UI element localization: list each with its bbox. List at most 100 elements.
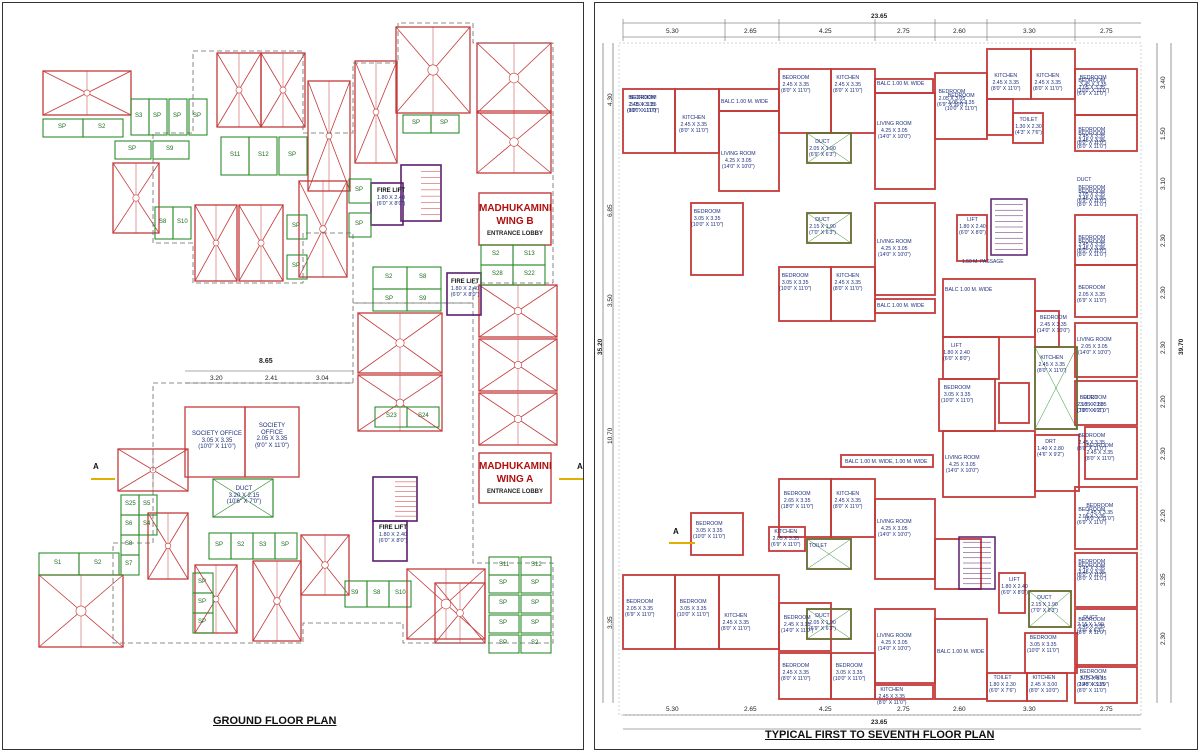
room-imperial: (14'0" X 10'0") [877,646,911,652]
room-size: 2.65 X 3.35 [783,497,811,504]
parking-slot-label: S12 [531,562,542,568]
room-size: 2.45 X 3.35 [1078,623,1106,630]
parking-slot-label: S28 [492,271,503,277]
room-imperial: (6'9" X 11'0") [1077,298,1107,304]
room-name: BEDROOM [781,273,809,279]
room-imperial: (10'0" X 11'0") [627,108,660,114]
dim-bottom-segment: 2.65 [744,706,757,713]
stair-upper [400,164,442,222]
room-name: KITCHEN [836,75,860,81]
room-imperial: (4'3" X 7'6") [1015,130,1043,136]
room-imperial: (8'0" X 11'0") [1077,252,1107,258]
parking-slot-label: S8 [159,219,167,225]
room-size: 2.45 X 3.00 [1030,681,1058,688]
parking-slot-36 [78,552,120,576]
room-imperial: (10'0" X 11'0") [779,286,812,292]
room-size: 2.45 X 3.35 [628,101,656,108]
parking-slot-label: S8 [419,274,427,280]
parking-slot-14 [348,212,372,238]
room-imperial: (6'0" X 8'0") [959,230,987,236]
dim-left-segment: 4.30 [607,93,614,106]
parking-slot-15 [286,214,308,240]
room-name: KITCHEN [994,73,1018,79]
dim-right-segment: 3.40 [1160,76,1167,89]
room-name: BEDROOM [1078,507,1106,513]
room-imperial: (8'0" X 11'0") [1077,572,1107,578]
parking-slot-label: SP [531,620,540,626]
ground-duct-x2 [212,478,274,518]
room-box-37 [1074,486,1138,550]
dim-bottom-segment: 5.30 [666,706,679,713]
room-size: 3.05 X 3.35 [1029,641,1057,648]
room-size: 2.45 X 3.35 [878,693,906,700]
room-name: BEDROOM [1078,131,1106,137]
room-name: BALC 1.00 M. WIDE [937,649,985,655]
room-imperial: (8'0" X 11'0") [991,86,1021,92]
parking-slot-label: S12 [258,152,269,158]
room-size: 2.45 X 3.35 [1086,449,1114,456]
room-size: 1.80 X 2.40 [959,223,986,230]
fire-lift-lower-imperial: (6'0" X 8'0") [378,537,408,544]
room-size: 1.80 X 2.40 [1001,583,1028,590]
ramp-car-16-hub [514,415,522,423]
room-imperial: (14'0" X 10'0") [945,468,979,474]
room-name: BEDROOM [1078,127,1106,133]
room-box-3 [718,110,780,192]
room-size: 3.05 X 3.35 [693,215,721,222]
room-name: BEDROOM [1078,189,1106,195]
room-name: BEDROOM [1079,395,1107,401]
parking-slot-51 [488,594,520,614]
room-name: DRT [1045,439,1056,445]
room-size: 2.05 X 3.35 [772,535,800,542]
room-imperial: (8'0" X 11'0") [627,108,657,114]
fire-lift-middle-size: 1.80 X 2.40 [450,285,480,292]
dim-bottom-segment: 4.25 [819,706,832,713]
ramp-car-2-hub [235,86,243,94]
room-size: 2.45 X 3.35 [1078,133,1106,140]
room-name: LIVING ROOM [877,239,912,245]
room-imperial: (8'0" X 11'0") [1085,516,1115,522]
fire-lift-upper-title: FIRE LIFT [377,188,405,194]
dim-right-segment: 2.30 [1160,234,1167,247]
room-label: BALC 1.00 M. WIDE [877,81,924,88]
room-box-14 [1012,112,1044,144]
ramp-car-22-hub [321,561,329,569]
room-imperial: (8'0" X 11'0") [833,88,863,94]
room-box-33 [1084,426,1138,480]
room-name: LIVING ROOM [1077,337,1112,343]
room-size: 2.05 X 3.35 [1078,513,1106,520]
room-label: BALC 1.00 M. WIDE [937,649,984,656]
room-name: KITCHEN [1080,675,1104,681]
parking-slot-label: SP [292,223,301,229]
room-box-56 [934,618,988,700]
room-name: BEDROOM [1086,503,1114,509]
room-name: BEDROOM [628,95,656,101]
passage-label: 1.50 M. PASSAGE [962,259,1004,265]
duct-2 [806,212,852,244]
room-imperial: (10'0" X 11'0") [691,222,724,228]
room-size: 2.45 X 3.35 [992,79,1020,86]
wing-a-name-line2: WING A [496,473,534,485]
duct-centre [1034,346,1078,430]
fire-lift-lower-title: FIRE LIFT [379,525,407,531]
room-label: TOILET [809,543,827,550]
room-box-40 [874,498,936,580]
room-imperial: (8'0" X 11'0") [1077,446,1107,452]
room-name: LIVING ROOM [877,633,912,639]
room-size: 3.05 X 3.35 [1079,675,1107,682]
room-imperial: (8'0" X 11'0") [1077,248,1107,254]
